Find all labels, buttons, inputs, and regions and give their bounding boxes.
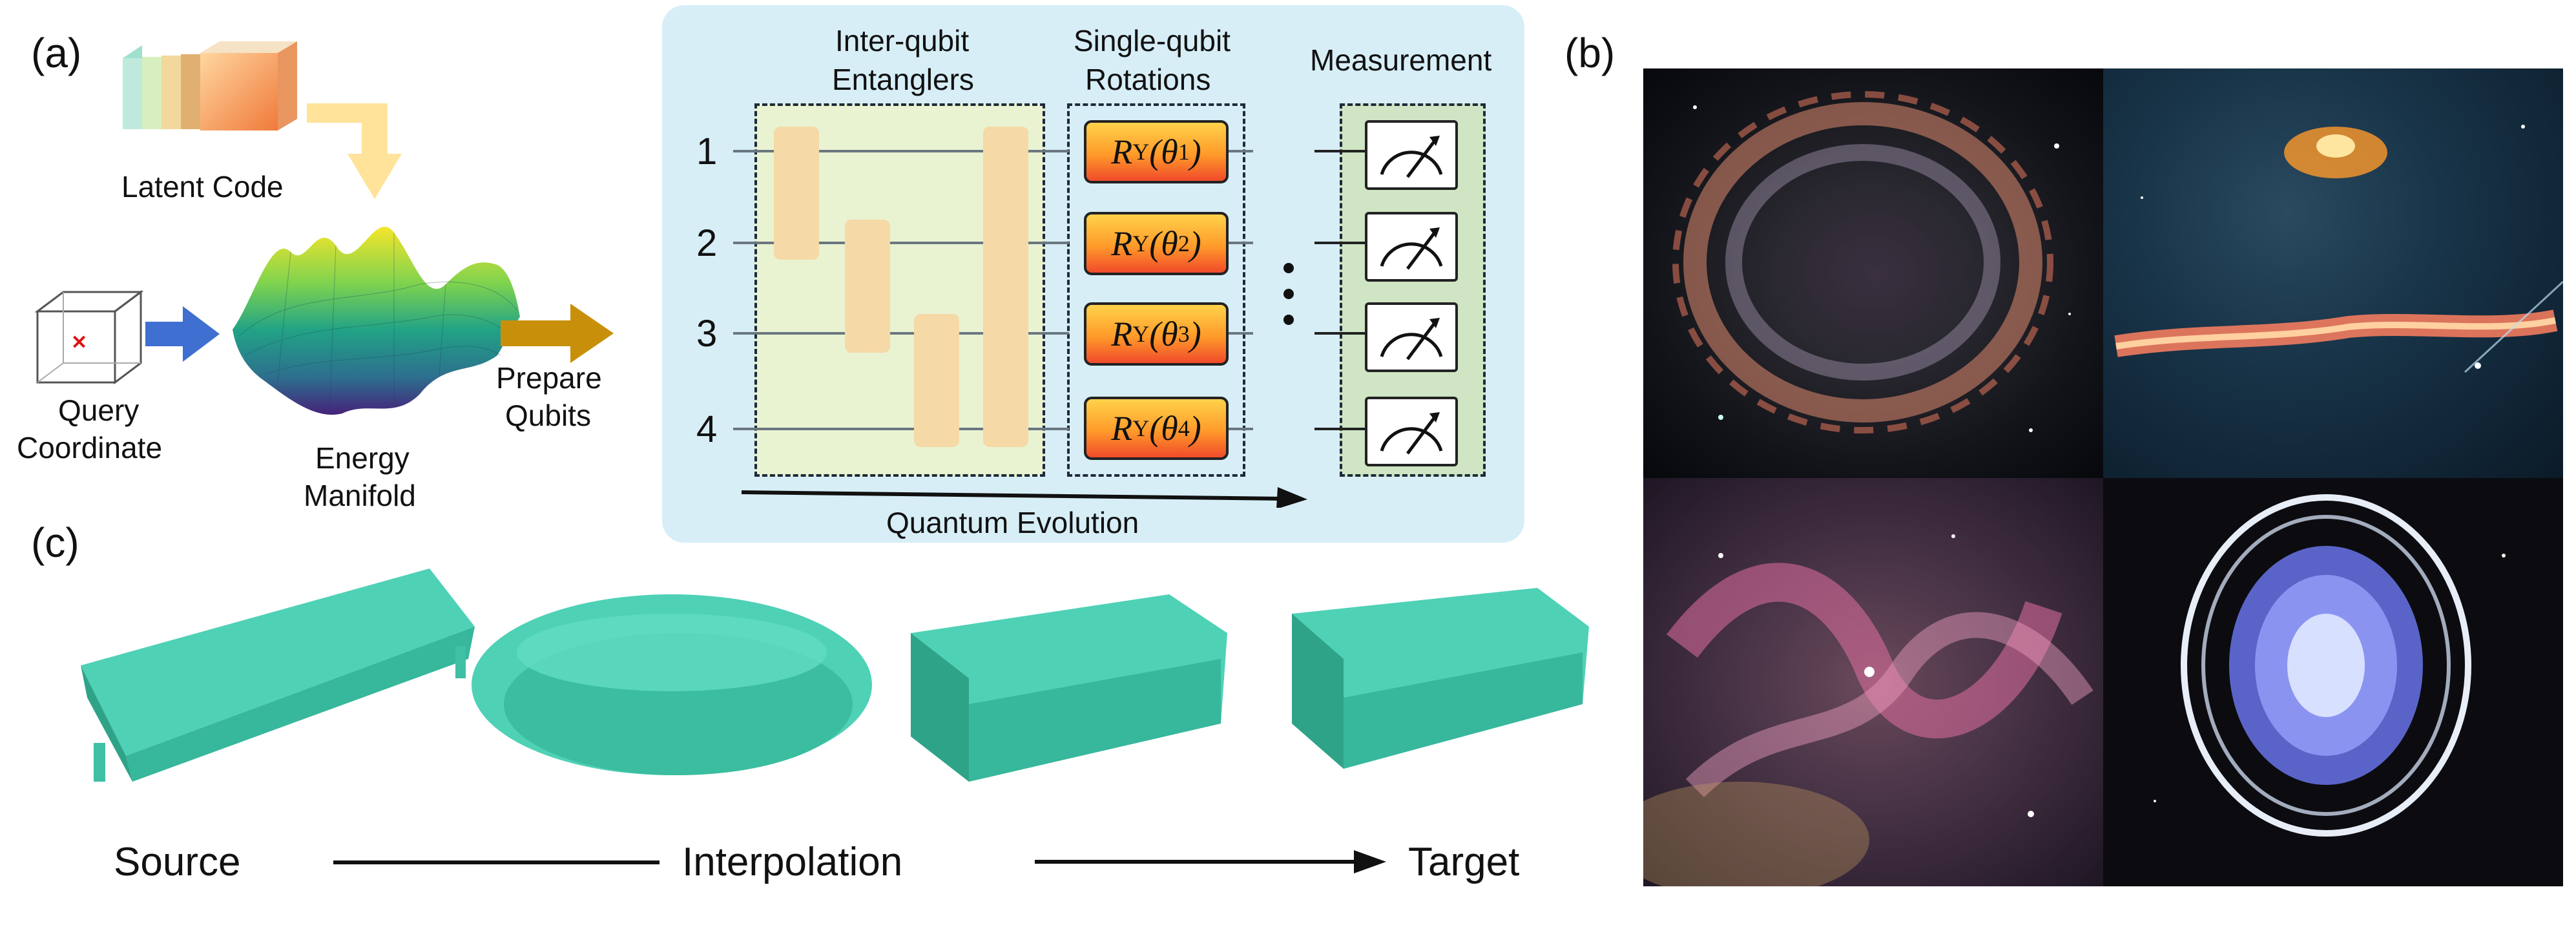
measurement-title: Measurement (1310, 43, 1492, 77)
sofa-shape-target (1292, 588, 1589, 769)
astro-image-jet (2103, 68, 2563, 478)
rotations-title-2: Rotations (1085, 63, 1211, 96)
query-label-1: Query (58, 393, 140, 427)
interp-line-left (333, 860, 660, 864)
quantum-evolution-label: Quantum Evolution (886, 506, 1139, 539)
entangler-gate-1-2 (774, 127, 819, 260)
sofa-shape-source (81, 568, 475, 782)
rotation-base-4: R (1111, 409, 1133, 448)
rotations-box (1067, 103, 1245, 477)
target-label: Target (1408, 840, 1520, 884)
energy-manifold-surface (233, 227, 520, 415)
entanglers-title-2: Entanglers (832, 63, 974, 96)
cube-icon: ✕ (34, 290, 144, 384)
meas-wire-2 (1314, 242, 1366, 244)
meas-wire-3 (1314, 332, 1366, 335)
qubit-wire-out-2 (1227, 242, 1253, 244)
rotation-base-2: R (1111, 224, 1133, 263)
evolution-arrow (742, 487, 1307, 508)
astro-image-supernova (1643, 68, 2103, 478)
arrow-down-icon (307, 103, 402, 199)
qubit-wire-out-4 (1227, 428, 1253, 430)
entanglers-title-1: Inter-qubit (835, 24, 970, 57)
rotation-sub-2: Y (1132, 231, 1150, 256)
astro-image-nebula (1643, 478, 2103, 886)
qubit-label-1: 1 (696, 130, 718, 172)
panel-label-b: (b) (1564, 30, 1615, 76)
theta-sub-1: 1 (1178, 139, 1190, 165)
ellipsis-icon (1283, 263, 1294, 325)
query-label-2: Coordinate (17, 431, 163, 464)
interpolation-label: Interpolation (682, 840, 903, 884)
rotation-base-1: R (1111, 132, 1133, 171)
energy-label-1: Energy (315, 441, 410, 475)
arrow-right-icon (501, 304, 614, 363)
qubit-wire-out-1 (1227, 150, 1253, 152)
meter-icon (1365, 120, 1458, 190)
latent-code-label: Latent Code (121, 170, 284, 203)
meter-icon (1365, 212, 1458, 282)
rotation-base-3: R (1111, 315, 1133, 353)
latent-code-stack-icon (123, 41, 297, 130)
meter-icon (1365, 302, 1458, 372)
qubit-label-4: 4 (696, 408, 718, 450)
energy-label-2: Manifold (304, 479, 416, 512)
sofa-shape-interp-1 (472, 594, 872, 775)
qubit-wire-4 (733, 428, 1069, 430)
meas-wire-1 (1314, 150, 1366, 152)
source-label: Source (114, 840, 241, 884)
qubit-label-3: 3 (696, 313, 718, 355)
qubit-wire-2 (733, 242, 1069, 244)
svg-text:✕: ✕ (71, 332, 87, 353)
theta-sub-3: 3 (1178, 321, 1190, 347)
theta-sub-4: 4 (1178, 415, 1190, 441)
panel-label-a: (a) (31, 30, 82, 76)
rotation-sub-3: Y (1132, 321, 1150, 347)
theta-sub-2: 2 (1178, 231, 1190, 256)
qubit-wire-out-3 (1227, 332, 1253, 335)
entangler-gate-2-3 (845, 220, 890, 353)
meter-icon (1365, 397, 1458, 466)
panel-label-c: (c) (31, 519, 79, 566)
entangler-gate-1-4 (983, 127, 1028, 447)
entangler-gate-3-4 (914, 314, 959, 447)
rotation-sub-1: Y (1132, 139, 1150, 165)
rotation-sub-4: Y (1132, 415, 1150, 441)
qubit-label-2: 2 (696, 222, 718, 264)
arrow-right-icon (145, 306, 220, 362)
qubit-wire-1 (733, 150, 1069, 152)
rotations-title-1: Single-qubit (1074, 24, 1231, 57)
astro-image-planet-rings (2103, 478, 2563, 886)
meas-wire-4 (1314, 428, 1366, 430)
prepare-label-1: Prepare (496, 361, 602, 395)
arrow-right-icon (1035, 850, 1386, 873)
sofa-shape-interp-2 (911, 594, 1227, 782)
prepare-label-2: Qubits (505, 399, 591, 432)
qubit-wire-3 (733, 332, 1069, 335)
